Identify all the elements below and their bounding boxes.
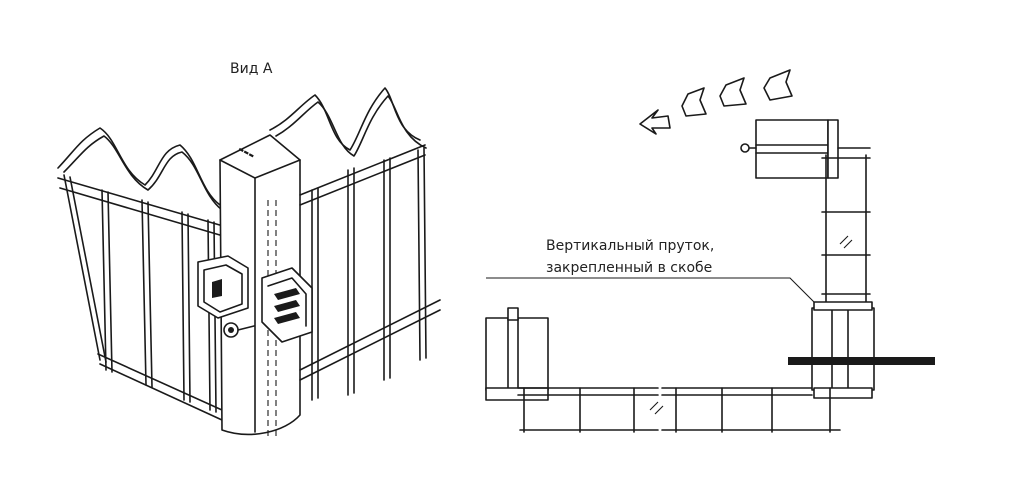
junction-box — [197, 255, 249, 319]
horizontal-fence-section — [517, 387, 841, 433]
detector-unit — [261, 267, 313, 343]
left-vertical-wire — [69, 176, 107, 363]
isometric-view: Вид А ▬▬▬ — [57, 61, 441, 440]
callout: Вертикальный пруток, закрепленный в скоб… — [486, 238, 823, 311]
left-detector — [485, 307, 549, 401]
left-vertical-wire — [187, 213, 191, 403]
left-vertical-wire — [147, 201, 153, 388]
left-vertical-wire — [101, 189, 107, 371]
corner-detector — [811, 301, 875, 399]
top-detector — [740, 119, 871, 179]
fence-post: ▬▬▬ — [219, 134, 301, 440]
right-vertical-wire — [423, 147, 427, 359]
callout-line-2: закрепленный в скобе — [546, 260, 712, 276]
right-vertical-wire — [417, 149, 421, 361]
direction-arrows — [639, 69, 793, 135]
left-vertical-wire — [207, 219, 211, 411]
ground-bar — [788, 357, 935, 365]
left-vertical-wire — [63, 174, 101, 361]
callout-line-1: Вертикальный пруток, — [546, 238, 714, 254]
left-vertical-wire — [141, 199, 147, 386]
plan-view: Вертикальный пруток, закрепленный в скоб… — [485, 69, 935, 433]
left-fence-panel — [57, 127, 231, 421]
left-vertical-wire — [107, 191, 113, 373]
left-vertical-wire — [181, 211, 185, 401]
view-label: Вид А — [230, 61, 273, 77]
right-fence-panel — [269, 87, 441, 401]
cable-gland — [223, 322, 255, 338]
vertical-fence-section — [821, 154, 871, 316]
